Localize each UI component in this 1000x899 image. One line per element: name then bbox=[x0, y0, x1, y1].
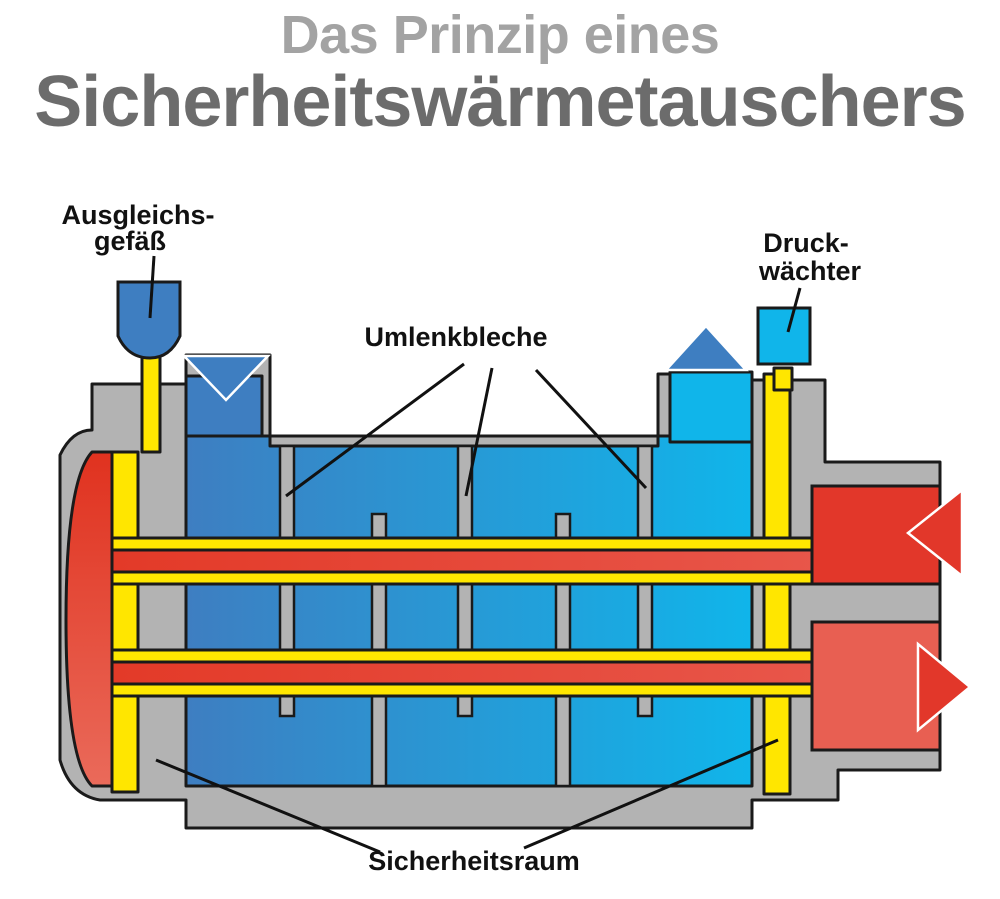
outflow-arrow-icon bbox=[663, 324, 749, 372]
inflow-arrow-icon bbox=[181, 354, 271, 402]
tube-1 bbox=[110, 548, 822, 574]
title-line2: Sicherheitswärmetauschers bbox=[34, 62, 966, 142]
pointer-umlenk-1 bbox=[285, 362, 465, 498]
label-umlenk: Umlenkbleche bbox=[364, 322, 547, 352]
pointer-umlenk-2 bbox=[464, 367, 494, 497]
pointer-sicher-2 bbox=[523, 738, 779, 850]
label-druck-2: wächter bbox=[758, 256, 862, 286]
hot-inflow-arrow-icon bbox=[905, 487, 964, 579]
left-head bbox=[64, 450, 114, 788]
label-sicher: Sicherheitsraum bbox=[368, 846, 580, 876]
safety-riser-right bbox=[772, 366, 794, 392]
pointer-sicher-1 bbox=[155, 758, 381, 854]
label-ausgleich-1: Ausgleichs- bbox=[61, 200, 214, 230]
pointer-druck bbox=[786, 287, 802, 333]
label-ausgleich-2: gefäß bbox=[94, 226, 166, 256]
safety-wall-left bbox=[110, 450, 140, 794]
pointer-ausgleich bbox=[148, 255, 156, 319]
tube-2 bbox=[110, 660, 822, 686]
pointer-lines bbox=[148, 255, 802, 854]
label-druck-1: Druck- bbox=[763, 228, 849, 258]
title-line1: Das Prinzip eines bbox=[280, 5, 720, 65]
shell-outlet bbox=[668, 370, 754, 444]
pressure-switch bbox=[756, 306, 812, 366]
safety-riser-left bbox=[140, 352, 162, 454]
pointer-umlenk-3 bbox=[534, 368, 648, 490]
expansion-vessel bbox=[116, 280, 182, 360]
hot-outflow-arrow-icon bbox=[916, 641, 972, 733]
